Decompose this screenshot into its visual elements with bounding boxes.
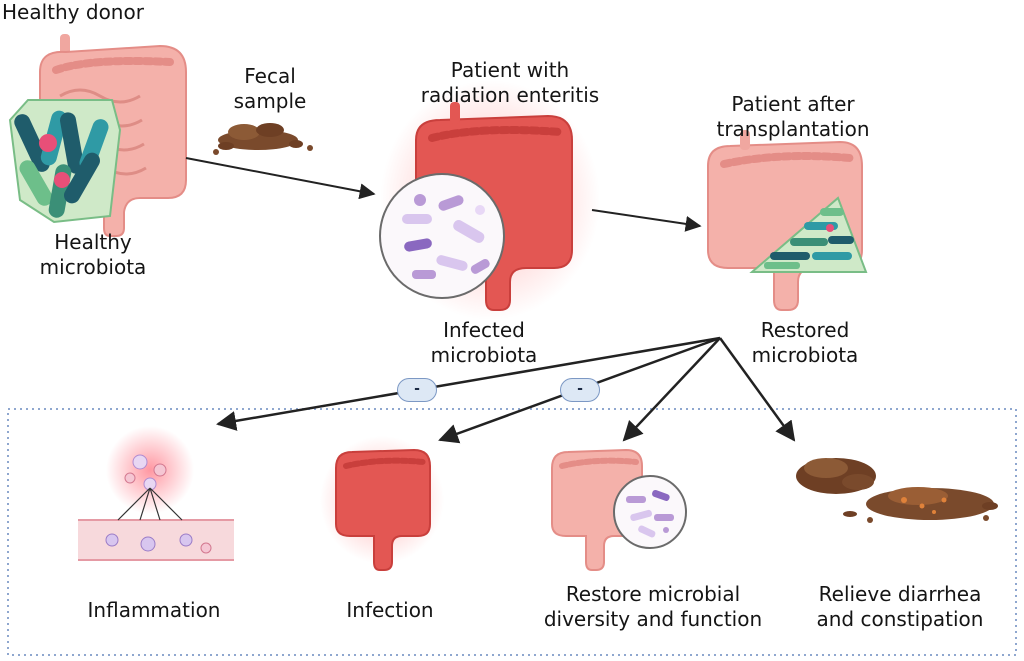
healthy-microbiota-cluster-icon bbox=[8, 99, 122, 224]
restore-diversity-colon-icon bbox=[551, 448, 643, 571]
stool-relief-icon bbox=[796, 458, 998, 523]
arrow-to-inflammation bbox=[216, 336, 721, 431]
arrow-to-restore-diversity bbox=[622, 337, 721, 442]
outcomes-panel bbox=[7, 408, 1017, 656]
healthy-donor-title: Healthy donor bbox=[2, 0, 144, 24]
fecal-sample-icon bbox=[213, 123, 313, 155]
arrow-donor-to-patient bbox=[185, 157, 376, 200]
inflammation-label: Inflammation bbox=[87, 598, 221, 622]
arrow-to-relieve bbox=[718, 337, 796, 442]
infection-label: Infection bbox=[346, 598, 434, 622]
arrow-patient-to-transplant bbox=[591, 209, 702, 232]
restored-microbiota-cluster-icon bbox=[749, 196, 868, 273]
inhibit-badge-infection: - bbox=[560, 378, 600, 402]
restore-diversity-magnifier-icon bbox=[613, 475, 687, 549]
infection-colon-icon bbox=[320, 436, 444, 571]
infected-microbiota-magnifier-icon bbox=[379, 173, 505, 299]
inhibit-badge-inflammation: - bbox=[397, 378, 437, 402]
inflammation-tissue-icon bbox=[78, 426, 234, 561]
